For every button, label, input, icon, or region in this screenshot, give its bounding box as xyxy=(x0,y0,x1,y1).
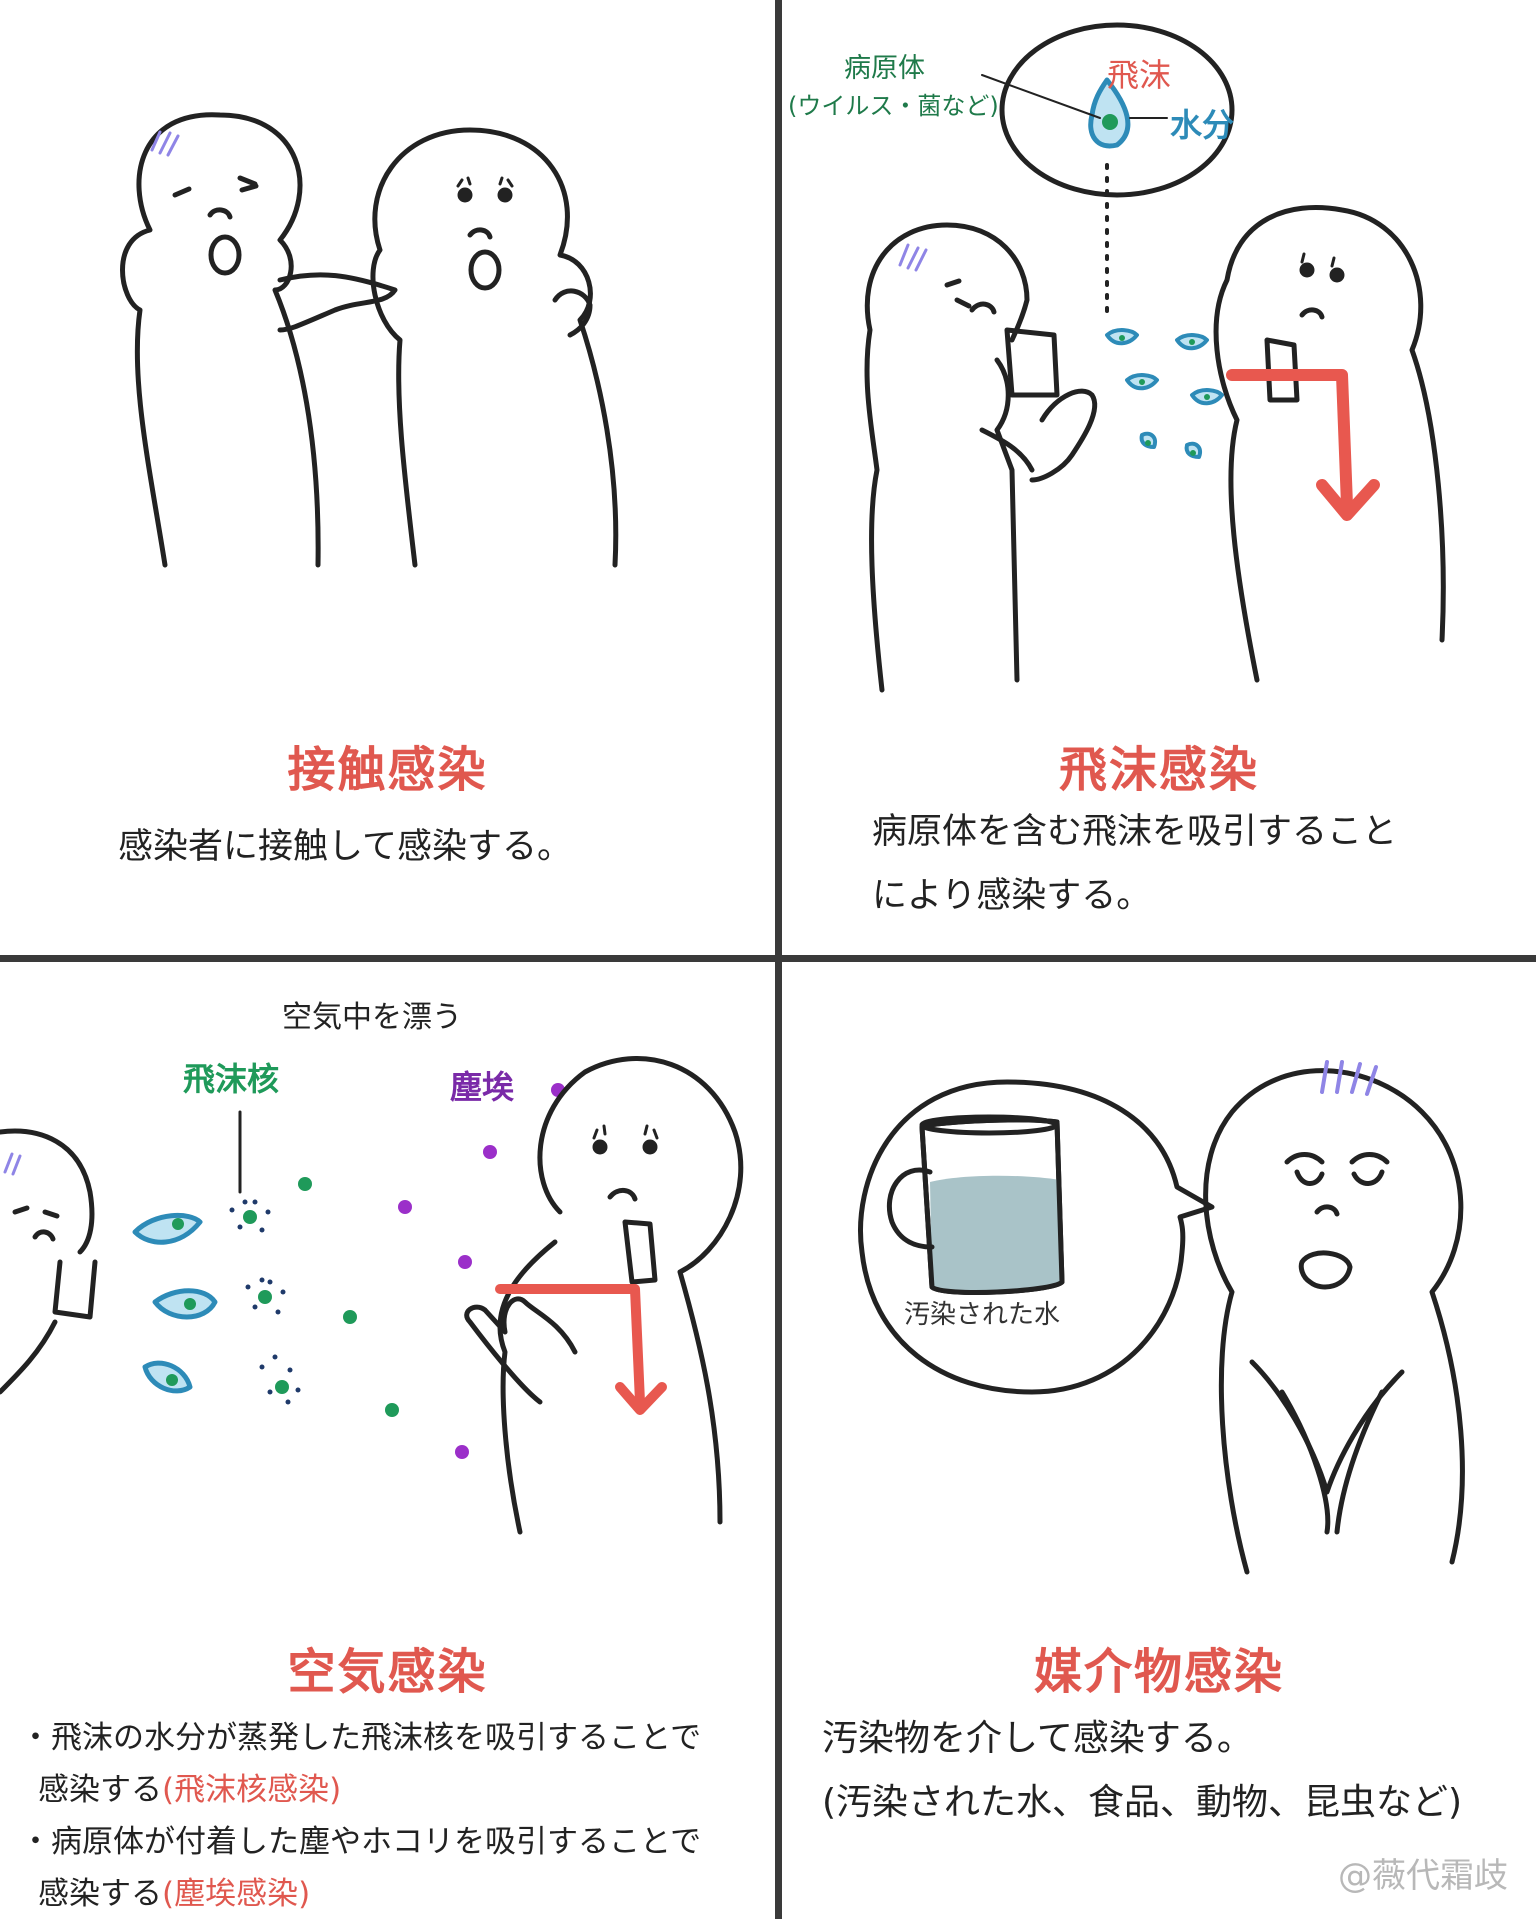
bullet2-line1: ・病原体が付着した塵やホコリを吸引することで xyxy=(20,1824,702,1860)
label-pathogen-note: (ウイルス・菌など) xyxy=(788,92,999,120)
bullet2-line2: 感染する xyxy=(38,1876,162,1912)
bullet1-line2: 感染する xyxy=(38,1772,162,1808)
label-water: 水分 xyxy=(1170,106,1235,144)
vehicle-desc-line1: 汚染物を介して感染する。 xyxy=(822,1718,1253,1759)
panel-contact-infection: 接触感染 感染者に接触して感染する。 xyxy=(0,0,775,955)
droplet-desc-line2: により感染する。 xyxy=(872,876,1152,916)
airborne-illustration xyxy=(0,1056,744,1535)
bullet1-line1: ・飛沫の水分が蒸発した飛沫核を吸引することで xyxy=(20,1720,702,1756)
droplet-description: 病原体を含む飛沫を吸引すること により感染する。 xyxy=(872,800,1397,928)
label-droplet: 飛沫 xyxy=(1107,56,1172,94)
contact-title: 接触感染 xyxy=(287,742,488,798)
vehicle-illustration xyxy=(858,1060,1465,1575)
droplet-illustration xyxy=(864,22,1446,693)
label-floating: 空気中を漂う xyxy=(282,1000,462,1035)
watermark: @薇代霜歧 xyxy=(1338,1856,1508,1896)
label-nuclei: 飛沫核 xyxy=(183,1060,280,1098)
panel-airborne-infection: 空気中を漂う 飛沫核 塵埃 空気感染 ・飛沫の水分が蒸発した飛沫核を吸引すること… xyxy=(0,962,775,1919)
label-pathogen: 病原体 xyxy=(844,53,925,84)
contact-description: 感染者に接触して感染する。 xyxy=(118,827,572,867)
panel-vehicle-infection: 汚染された水 媒介物感染 汚染物を介して感染する。 (汚染された水、食品、動物、… xyxy=(782,962,1536,1919)
vehicle-description: 汚染物を介して感染する。 (汚染された水、食品、動物、昆虫など) xyxy=(822,1707,1462,1835)
bullet1-tag: (飛沫核感染) xyxy=(162,1772,342,1808)
label-dust: 塵埃 xyxy=(450,1068,515,1106)
contact-illustration xyxy=(120,112,619,568)
airborne-title: 空気感染 xyxy=(287,1644,488,1700)
airborne-description: ・飛沫の水分が蒸発した飛沫核を吸引することで 感染する(飛沫核感染) ・病原体が… xyxy=(20,1712,701,1919)
droplet-title: 飛沫感染 xyxy=(1058,742,1259,798)
bullet2-tag: (塵埃感染) xyxy=(162,1876,311,1912)
droplet-desc-line1: 病原体を含む飛沫を吸引すること xyxy=(872,812,1398,852)
vehicle-desc-line2: (汚染された水、食品、動物、昆虫など) xyxy=(822,1782,1463,1823)
panel-droplet-infection: 飛沫 病原体 (ウイルス・菌など) 水分 飛沫感染 病原体を含む飛沫を吸引するこ… xyxy=(782,0,1536,955)
vehicle-title: 媒介物感染 xyxy=(1033,1644,1284,1700)
label-contaminated-water: 汚染された水 xyxy=(904,1300,1061,1330)
horizontal-divider xyxy=(0,955,1536,962)
